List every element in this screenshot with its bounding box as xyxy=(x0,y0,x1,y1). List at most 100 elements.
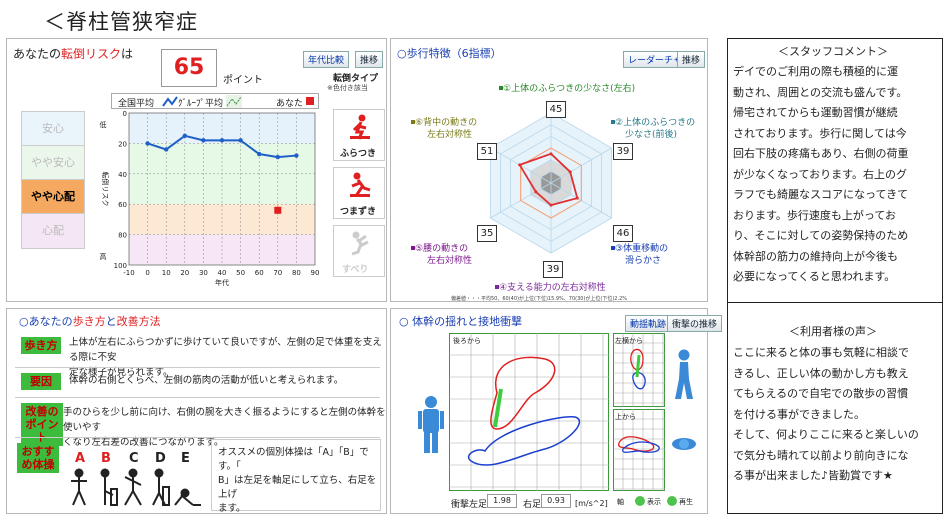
user-lines-line: る事が出来ました♪皆勤賞です★ xyxy=(733,469,893,482)
indicator-5-text1: ⑤腰の動きの xyxy=(415,244,469,254)
staff-lines-line: が少なくなっております。右上のグ xyxy=(733,167,908,181)
staff-lines-line: り、そこに対しての姿勢保持のため xyxy=(733,229,909,242)
y-tick-label: 0 xyxy=(123,110,127,118)
gait-heading: ○歩行特徴（6指標） xyxy=(397,47,502,60)
impact-label: 衝撃 xyxy=(451,500,470,510)
user-lines-line: を付ける事ができました。 xyxy=(733,407,865,421)
you-point xyxy=(274,206,282,214)
group-average-point xyxy=(201,138,206,143)
motion-trace-button[interactable]: 動揺軌跡 xyxy=(625,315,672,332)
show-label: 表示 xyxy=(647,498,661,506)
y-tick-label: 20 xyxy=(118,140,127,148)
band-fairly-safe: やや安心 xyxy=(21,145,85,181)
x-tick-label: 10 xyxy=(162,269,171,277)
indicator-2-text1: ②上体のふらつきの xyxy=(615,118,696,128)
stagger-icon xyxy=(350,114,370,140)
user-voice-title: ＜利用者様の声＞ xyxy=(789,325,877,338)
replay-toggle-icon[interactable] xyxy=(667,496,677,506)
indicator-1-text: ①上体のふらつきの少なさ(左右) xyxy=(503,84,636,94)
x-tick-label: 90 xyxy=(311,269,320,277)
exercise-b-label: B xyxy=(101,451,111,466)
risk-heading: あなたの転倒リスクは xyxy=(13,45,133,62)
staff-comment: デイでのご利用の際も積極的に運動され、周囲との交流も盛んです。帰宅されてからも運… xyxy=(733,62,933,288)
recommend-text: オススメの個別体操は「A」「B」です。「B」は左足を軸足にして立ち、右足を上げま… xyxy=(218,446,380,516)
x-tick-label: 60 xyxy=(255,269,264,277)
group-average-point xyxy=(145,141,150,146)
indicator-marker xyxy=(499,86,503,90)
impact-unit: [m/s^2] xyxy=(575,499,608,508)
radar-point xyxy=(575,196,579,200)
back-figure-icon xyxy=(418,396,444,453)
group-average-point xyxy=(219,138,225,143)
gait-panel: ○歩行特徴（6指標） レーダーチャート 推移 ①上体のふらつきの少なさ(左右) … xyxy=(390,38,708,302)
risk-trend-button[interactable]: 推移 xyxy=(355,51,384,68)
indicator-marker xyxy=(495,285,499,289)
risk-score: 65 xyxy=(173,55,205,80)
comment-divider xyxy=(728,302,942,303)
staff-lines-line: されております。歩行に関しては今 xyxy=(733,126,907,140)
indicator-6-text1: ⑥背中の動きの xyxy=(415,118,478,128)
band-safe: 安心 xyxy=(21,111,85,147)
group-average-point xyxy=(164,147,169,152)
gait-radar-chart xyxy=(411,86,615,289)
impact-trend-button[interactable]: 衝撃の推移 xyxy=(667,315,723,332)
improve-text: 手のひらを少し前に向け、右側の腕を大きく振るようにすると左側の体幹を使いやすくな… xyxy=(63,405,386,450)
x-axis-label: 年代 xyxy=(215,278,229,287)
cause-tag: 要因 xyxy=(21,373,61,390)
group-average-point xyxy=(182,133,187,138)
recommend-text-line3: ます。 xyxy=(218,503,246,514)
top-view-plot xyxy=(613,409,665,491)
side-figure-icon xyxy=(675,349,693,399)
comment-panel xyxy=(727,38,943,514)
indicator-3-label: ③体重移動の滑らかさ xyxy=(615,243,668,267)
user-lines-line: てもらえるので自宅での散歩の習慣 xyxy=(733,387,909,400)
indicator-marker xyxy=(611,246,615,250)
trip-icon xyxy=(350,172,371,197)
group-average-point xyxy=(257,151,262,157)
age-compare-button[interactable]: 年代比較 xyxy=(303,51,350,68)
legend-group: ｸﾞﾙｰﾌﾟ平均 xyxy=(178,99,224,109)
risk-score-box: 65 xyxy=(161,49,217,87)
y-tick-label: 80 xyxy=(118,232,127,240)
left-view-label: 左横から xyxy=(615,337,643,345)
back-view-label: 後ろから xyxy=(453,337,481,345)
exercise-c-label: C xyxy=(129,451,139,466)
fall-type-note: ※色付き該当 xyxy=(327,84,368,92)
exercise-figures: A B C D E xyxy=(67,445,207,509)
user-lines-line: そして、何よりここに来ると楽しいの xyxy=(733,428,919,441)
indicator-2-text2: 少なさ(前後) xyxy=(625,130,678,140)
legend-national: 全国平均 xyxy=(118,99,155,109)
show-toggle-icon[interactable] xyxy=(635,496,645,506)
trunk-panel: ○ 体幹の揺れと接地衝撃 動揺軌跡 衝撃の推移 後ろから 左横から 上から 衝撃… xyxy=(390,308,723,514)
risk-heading-post: は xyxy=(121,47,134,61)
x-tick-label: 70 xyxy=(273,269,282,277)
group-range-icon xyxy=(226,95,242,108)
recommend-text-line2: B」は左足を軸足にして立ち、右足を上げ xyxy=(218,475,377,500)
staff-comment-title: ＜スタッフコメント＞ xyxy=(778,45,888,58)
page-title: ＜脊柱管狭窄症 xyxy=(44,10,198,34)
you-marker-icon xyxy=(306,97,314,105)
staff-lines-line: 体幹部の筋力の維持向上が今後も xyxy=(733,249,898,263)
x-tick-label: 40 xyxy=(218,269,227,277)
recommend-tag: おすすめ体操 xyxy=(17,443,59,473)
exercise-a-label: A xyxy=(75,451,86,466)
walk-heading-and: と xyxy=(105,315,117,328)
gait-trend-button[interactable]: 推移 xyxy=(677,51,706,68)
x-tick-label: -10 xyxy=(123,269,134,277)
trunk-heading: ○ 体幹の揺れと接地衝撃 xyxy=(399,315,523,328)
cause-text: 体幹の右側とくらべ、左側の筋肉の活動が低いと考えられます。 xyxy=(69,375,344,386)
exercise-e-label: E xyxy=(181,451,190,466)
indicator-2-value: 39 xyxy=(613,143,633,160)
indicator-1-label: ①上体のふらつきの少なさ(左右) xyxy=(503,83,635,95)
walk-heading-walk: 歩き方 xyxy=(72,315,106,328)
walk-tag: 歩き方 xyxy=(21,337,61,354)
fall-type-slip: すべり xyxy=(333,225,385,277)
y-label-low: 低 xyxy=(100,120,107,129)
walk-text-line1: 上体が左右にふらつかずに歩けていて良いですが、左側の足で体重を支える際に不安 xyxy=(69,337,382,363)
radar-point xyxy=(534,190,538,194)
fall-type-trip-label: つまずき xyxy=(340,207,377,217)
fall-type-trip: つまずき xyxy=(333,167,385,219)
y-label-high: 高 xyxy=(100,252,107,261)
improve-text-line2: くなり左右差の改善につながります。 xyxy=(63,437,224,448)
